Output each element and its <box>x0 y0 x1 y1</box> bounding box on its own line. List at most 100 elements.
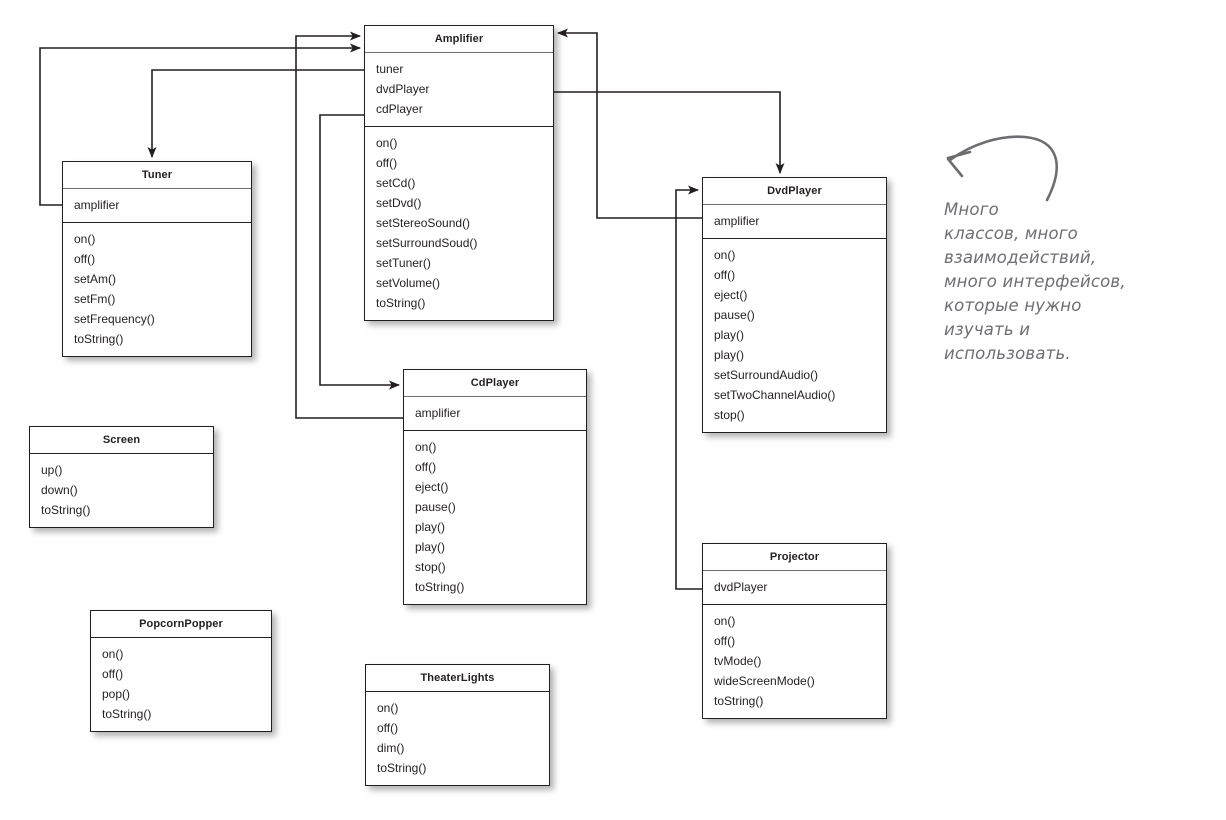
class-title: Amplifier <box>434 33 484 45</box>
operation-row: pause() <box>714 307 755 322</box>
uml-class-tuner[interactable]: Tuner amplifier on() off() setAm() setFm… <box>62 161 252 357</box>
uml-class-theaterlights[interactable]: TheaterLights on() off() dim() toString(… <box>365 664 550 786</box>
annotation-note: Много классов, много взаимодействий, мно… <box>944 200 1126 363</box>
attribute-row: amplifier <box>74 197 120 212</box>
operation-row: pop() <box>102 686 131 701</box>
class-title: CdPlayer <box>470 377 520 389</box>
operations-compartment: on() off() tvMode() wideScreenMode() toS… <box>703 605 886 718</box>
divider <box>404 430 586 431</box>
operation-row: toString() <box>377 760 427 775</box>
operation-row: stop() <box>415 559 446 574</box>
operation-row: toString() <box>41 502 91 517</box>
divider <box>366 691 549 692</box>
wire-dvdplayer-to-amplifier <box>557 28 702 219</box>
operation-row: off() <box>376 155 398 170</box>
divider <box>703 204 886 205</box>
divider <box>404 396 586 397</box>
operation-row: toString() <box>415 579 465 594</box>
operation-row: setDvd() <box>376 195 422 210</box>
divider <box>63 188 251 189</box>
attribute-row: dvdPlayer <box>376 81 430 96</box>
uml-class-popcornpopper[interactable]: PopcornPopper on() off() pop() toString(… <box>90 610 272 732</box>
operation-row: on() <box>74 231 96 246</box>
divider <box>365 126 553 127</box>
class-title: Tuner <box>141 169 173 181</box>
operation-row: wideScreenMode() <box>714 673 815 688</box>
operation-row: off() <box>714 633 736 648</box>
operation-row: on() <box>377 700 399 715</box>
operation-row: setSurroundSoud() <box>376 235 478 250</box>
operation-row: on() <box>415 439 437 454</box>
operation-row: off() <box>714 267 736 282</box>
operation-row: up() <box>41 462 63 477</box>
divider <box>91 637 271 638</box>
operation-row: off() <box>377 720 399 735</box>
operation-row: pause() <box>415 499 456 514</box>
operation-row: setFrequency() <box>74 311 155 326</box>
attribute-row: dvdPlayer <box>714 579 768 594</box>
divider <box>63 222 251 223</box>
operations-compartment: on() off() pop() toString() <box>91 638 271 731</box>
attributes-compartment: dvdPlayer <box>703 571 886 604</box>
wire-projector-to-dvdplayer <box>675 185 702 590</box>
class-title: PopcornPopper <box>139 618 223 630</box>
operation-row: setVolume() <box>376 275 441 290</box>
uml-class-amplifier[interactable]: Amplifier tuner dvdPlayer cdPlayer on() … <box>364 25 554 321</box>
operation-row: on() <box>102 646 124 661</box>
class-title: Projector <box>769 551 820 563</box>
attribute-row: cdPlayer <box>376 101 423 116</box>
operations-compartment: on() off() setAm() setFm() setFrequency(… <box>63 223 251 356</box>
operations-compartment: up() down() toString() <box>30 454 213 527</box>
attributes-compartment: amplifier <box>404 397 586 430</box>
operation-row: toString() <box>376 295 426 310</box>
attribute-row: amplifier <box>415 405 461 420</box>
wire-amplifier-dvdplayer-to-dvdplayer <box>554 91 785 174</box>
operation-row: play() <box>714 347 745 362</box>
operation-row: off() <box>415 459 437 474</box>
uml-class-screen[interactable]: Screen up() down() toString() <box>29 426 214 528</box>
uml-class-cdplayer[interactable]: CdPlayer amplifier on() off() eject() pa… <box>403 369 587 605</box>
operation-row: play() <box>415 539 446 554</box>
operations-compartment: on() off() eject() pause() play() play()… <box>703 239 886 432</box>
class-title: DvdPlayer <box>767 185 822 197</box>
operations-compartment: on() off() setCd() setDvd() setStereoSou… <box>365 127 553 320</box>
class-title: Screen <box>102 434 141 446</box>
operation-row: toString() <box>714 693 764 708</box>
operation-row: setTuner() <box>376 255 431 270</box>
operations-compartment: on() off() eject() pause() play() play()… <box>404 431 586 604</box>
operation-row: on() <box>376 135 398 150</box>
operation-row: eject() <box>415 479 449 494</box>
operation-row: down() <box>41 482 78 497</box>
attributes-compartment: amplifier <box>703 205 886 238</box>
operations-compartment: on() off() dim() toString() <box>366 692 549 785</box>
divider <box>703 604 886 605</box>
operation-row: on() <box>714 613 736 628</box>
divider <box>365 52 553 53</box>
operation-row: toString() <box>102 706 152 721</box>
uml-class-projector[interactable]: Projector dvdPlayer on() off() tvMode() … <box>702 543 887 719</box>
divider <box>703 238 886 239</box>
operation-row: dim() <box>377 740 405 755</box>
divider <box>703 570 886 571</box>
operation-row: tvMode() <box>714 653 762 668</box>
operation-row: on() <box>714 247 736 262</box>
operation-row: setSurroundAudio() <box>714 367 819 382</box>
curved-arrow-left-icon <box>946 135 1058 202</box>
attribute-row: amplifier <box>714 213 760 228</box>
operation-row: off() <box>102 666 124 681</box>
uml-class-dvdplayer[interactable]: DvdPlayer amplifier on() off() eject() p… <box>702 177 887 433</box>
operation-row: setFm() <box>74 291 116 306</box>
operation-row: setStereoSound() <box>376 215 471 230</box>
operation-row: stop() <box>714 407 745 422</box>
attribute-row: tuner <box>376 61 404 76</box>
operation-row: off() <box>74 251 96 266</box>
operation-row: eject() <box>714 287 748 302</box>
class-title: TheaterLights <box>420 672 495 684</box>
divider <box>30 453 213 454</box>
operation-row: setTwoChannelAudio() <box>714 387 836 402</box>
operation-row: play() <box>714 327 745 342</box>
attributes-compartment: tuner dvdPlayer cdPlayer <box>365 53 553 126</box>
operation-row: toString() <box>74 331 124 346</box>
operation-row: play() <box>415 519 446 534</box>
